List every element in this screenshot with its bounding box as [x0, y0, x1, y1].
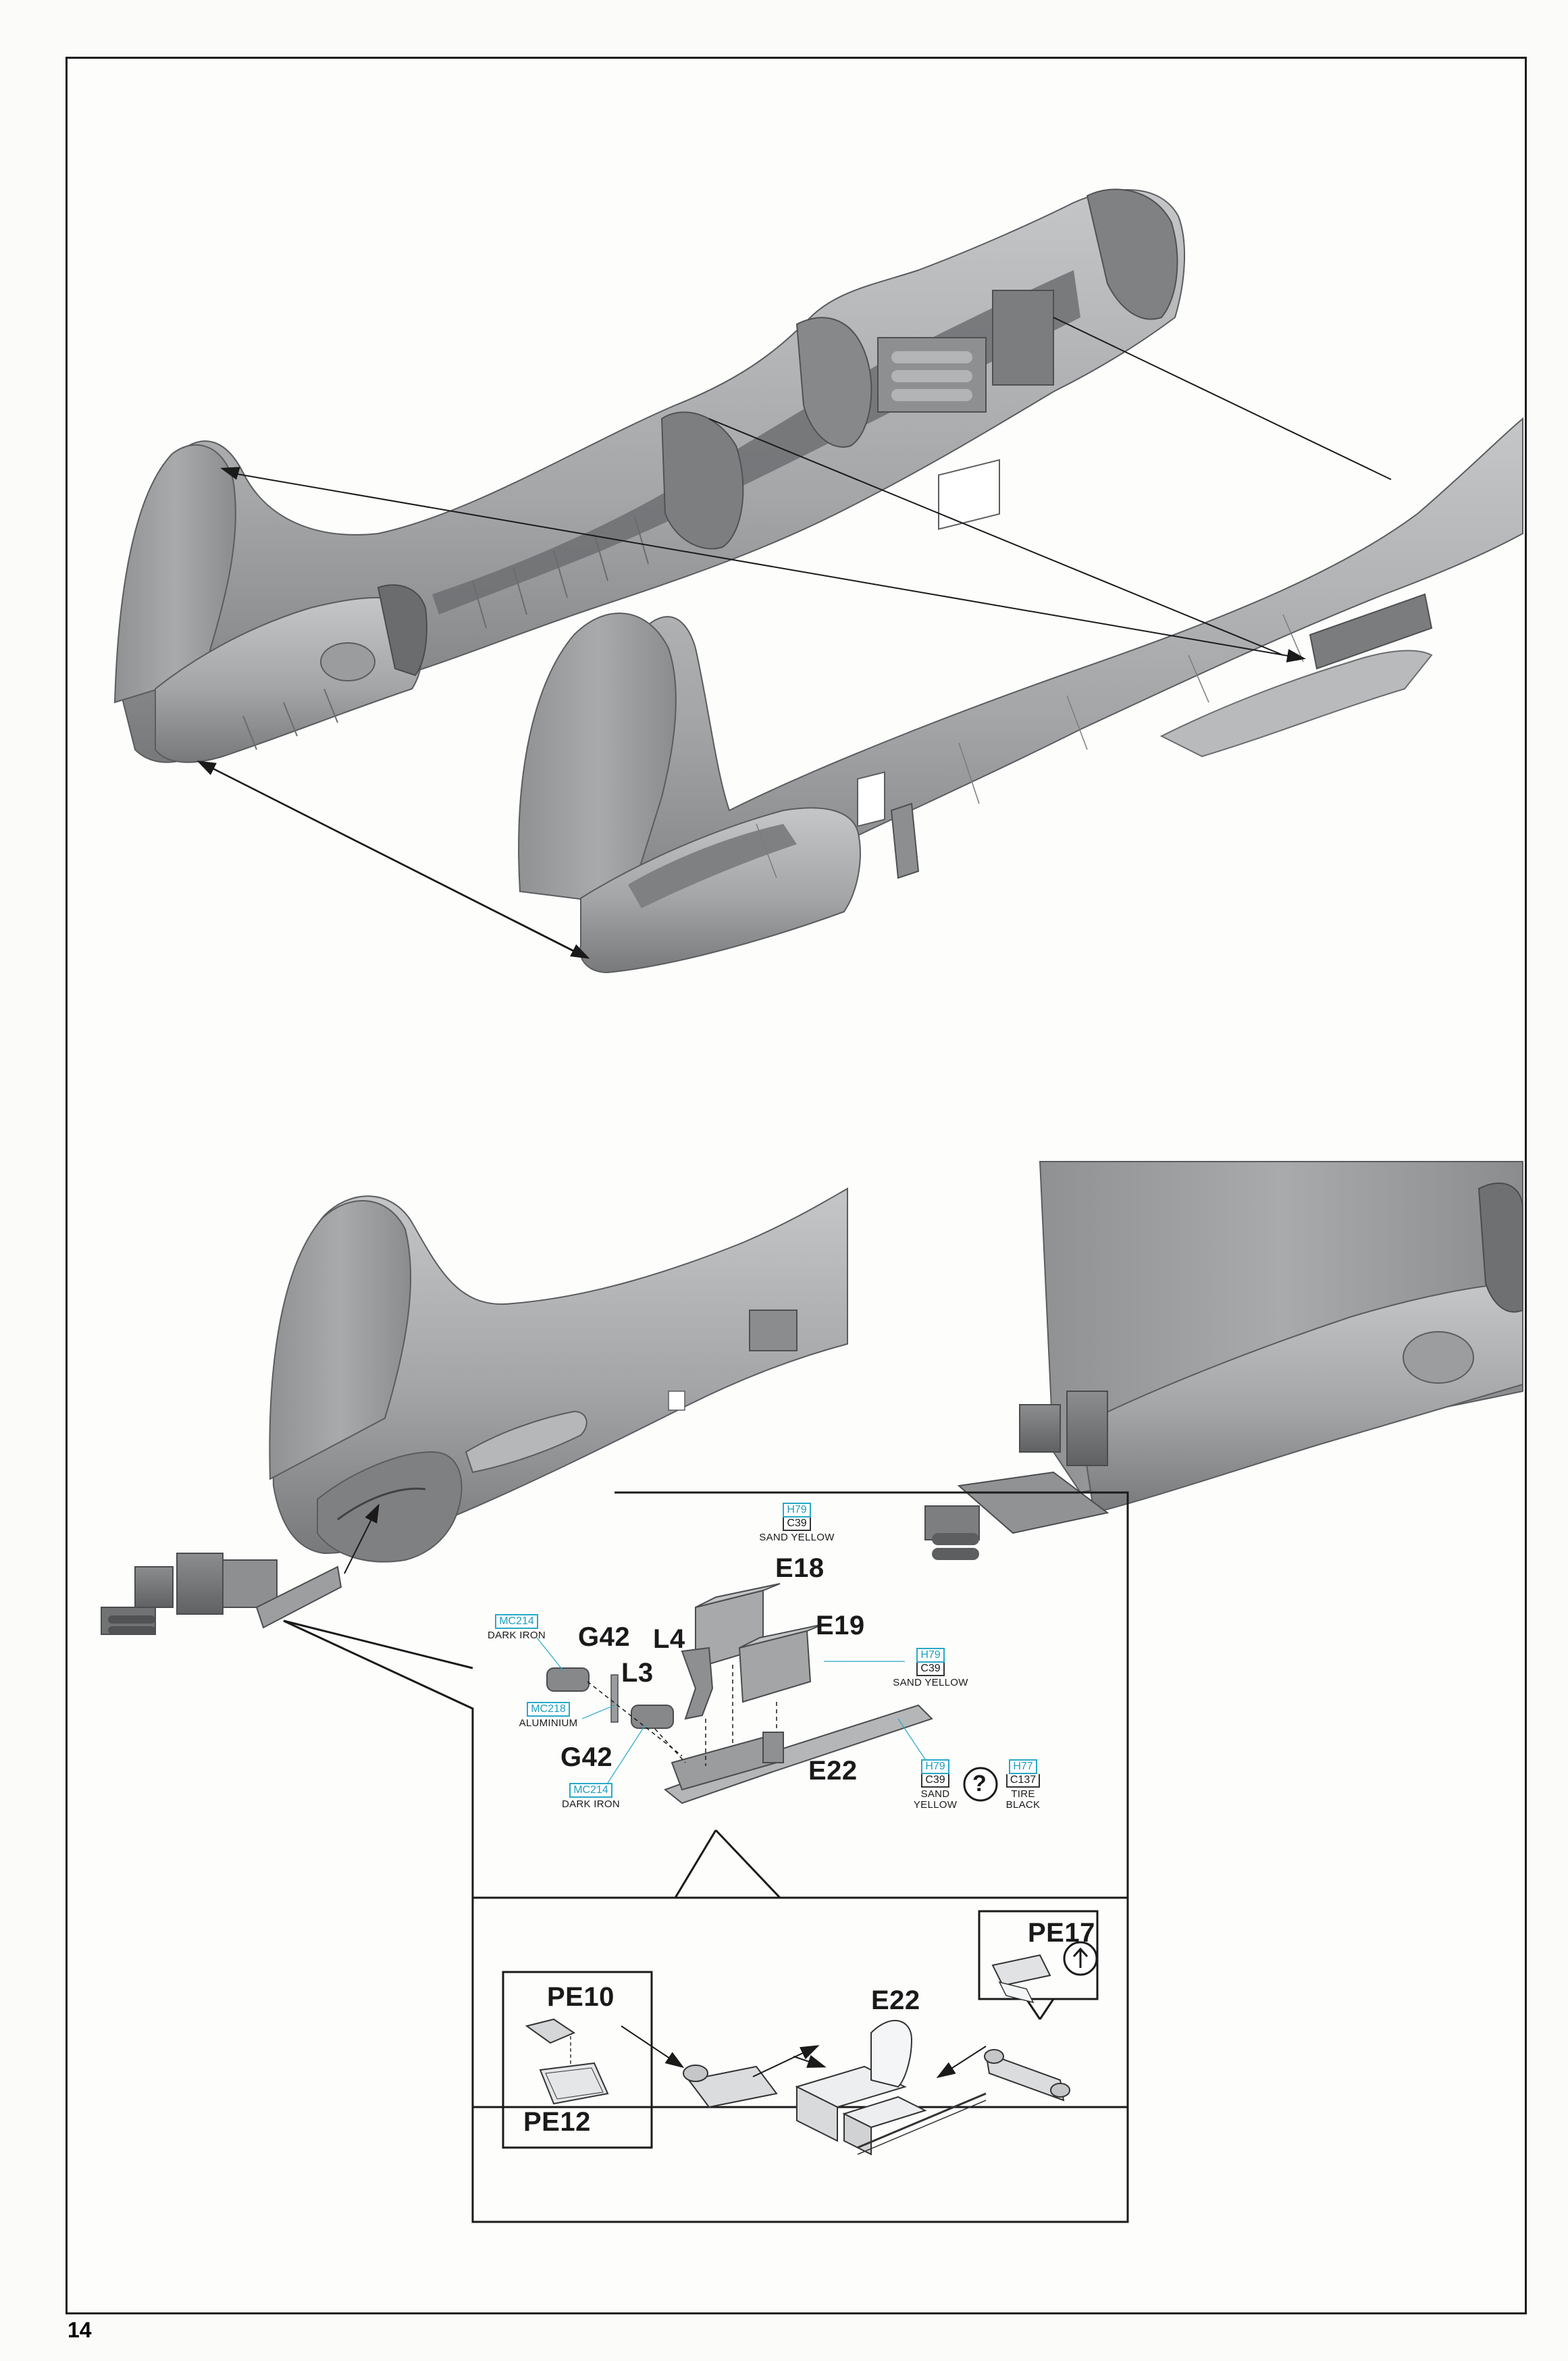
paint-callout-dark-iron-bottom: MC214 DARK IRON: [550, 1783, 631, 1810]
question-circle-icon: [963, 1767, 998, 1802]
paint-code-c39: C39: [916, 1663, 945, 1676]
paint-code-mc218: MC218: [527, 1702, 570, 1717]
paint-code-c137: C137: [1005, 1774, 1041, 1788]
part-label-e18: E18: [775, 1553, 825, 1583]
part-label-pe10: PE10: [547, 1982, 615, 2012]
fuselage-right-half: [518, 417, 1523, 974]
alignment-arrows-top: [197, 317, 1392, 959]
paint-name-line-2: YELLOW: [913, 1799, 958, 1811]
paint-choice-symbol: ?: [972, 1771, 987, 1796]
paint-name-line-1: SAND: [920, 1788, 950, 1800]
tail-gun-assembly-small: [101, 1553, 342, 1635]
paint-code-mc214: MC214: [569, 1783, 612, 1798]
part-label-g42-top: G42: [578, 1622, 631, 1652]
paint-code-c39: C39: [783, 1517, 811, 1531]
paint-code-h77: H77: [1009, 1759, 1037, 1774]
part-label-e22-detail: E22: [871, 1986, 920, 2015]
paint-callout-e18: H79 C39 SAND YELLOW: [743, 1503, 851, 1543]
paint-code-h79: H79: [921, 1759, 949, 1774]
paint-name-line-1: TIRE: [1011, 1788, 1035, 1800]
paint-code-h79: H79: [916, 1648, 945, 1663]
tail-detail-view: [924, 1161, 1523, 1560]
paint-code-mc214: MC214: [495, 1614, 538, 1629]
paint-callout-sand-yellow-e22: H79 C39 SAND YELLOW: [908, 1759, 962, 1811]
paint-name: SAND YELLOW: [759, 1532, 835, 1543]
paint-callout-aluminium: MC218 ALUMINIUM: [508, 1702, 589, 1729]
arrow-up-circle-icon: [1063, 1941, 1098, 1976]
part-label-g42-bottom: G42: [560, 1742, 613, 1772]
fuselage-left-half: [113, 188, 1186, 763]
paint-callout-dark-iron-top: MC214 DARK IRON: [476, 1614, 557, 1641]
paint-name: SAND YELLOW: [893, 1677, 968, 1688]
part-label-e22: E22: [808, 1756, 858, 1786]
paint-code-h79: H79: [783, 1503, 811, 1517]
paint-name: DARK IRON: [561, 1798, 621, 1810]
paint-code-c39: C39: [921, 1774, 949, 1788]
page-number: 14: [68, 2318, 92, 2342]
paint-callout-e19: H79 C39 SAND YELLOW: [877, 1648, 985, 1688]
exploded-parts: [546, 1583, 933, 1805]
paint-name-line-2: BLACK: [1005, 1799, 1041, 1811]
paint-name: DARK IRON: [487, 1630, 546, 1641]
paint-name: ALUMINIUM: [519, 1717, 578, 1729]
exploded-guides: [587, 1665, 777, 1766]
callout-frame: [283, 1491, 1129, 2223]
part-label-pe17: PE17: [1028, 1918, 1095, 1948]
part-label-e19: E19: [816, 1611, 865, 1640]
part-label-l4: L4: [653, 1624, 685, 1654]
pe-detail: [502, 1910, 1099, 2156]
tail-fuselage-assembled: [269, 1187, 848, 1563]
part-label-l3: L3: [621, 1658, 654, 1688]
paint-callout-tire-black: H77 C137 TIRE BLACK: [996, 1759, 1050, 1811]
part-label-pe12: PE12: [523, 2107, 591, 2137]
